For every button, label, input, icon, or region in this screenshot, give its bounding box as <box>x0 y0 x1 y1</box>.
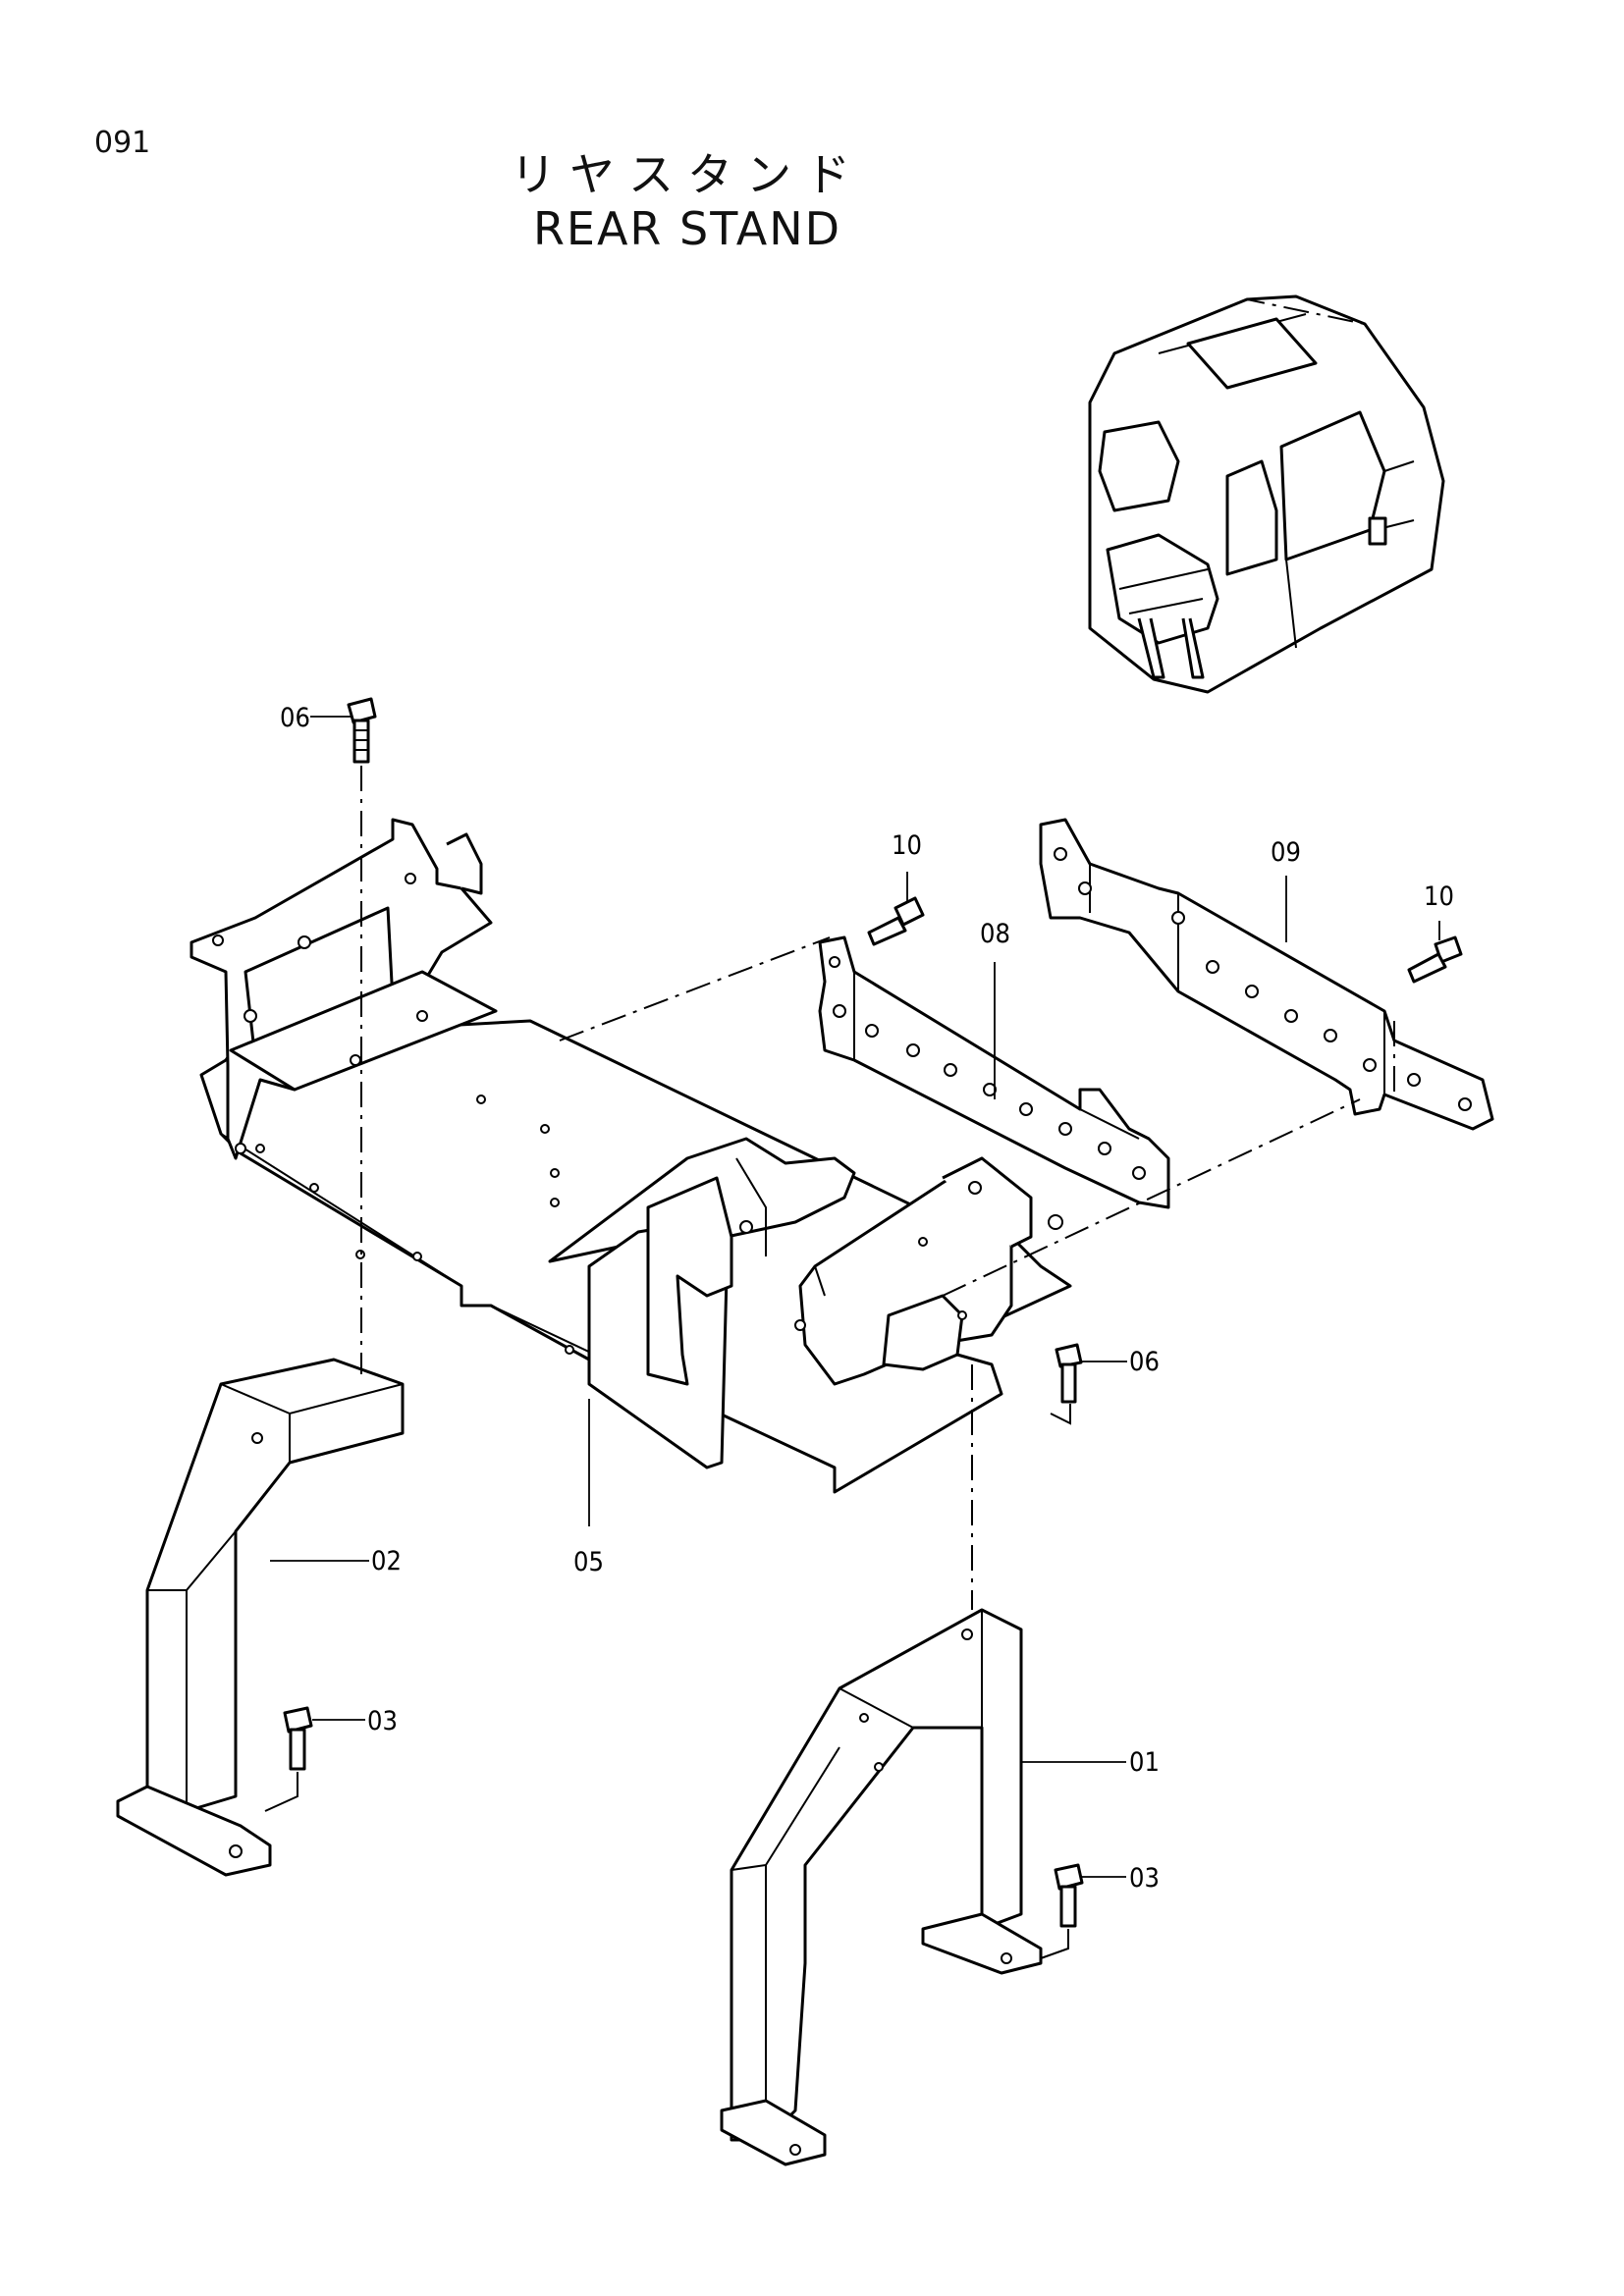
page-number: 091 <box>94 126 151 160</box>
callout-10-right: 10 <box>1424 881 1454 912</box>
left-bracket-assembly <box>189 818 498 1160</box>
callout-09: 09 <box>1271 837 1301 868</box>
callout-06-top: 06 <box>280 703 310 733</box>
center-cover-assembly <box>548 1137 1063 1469</box>
leg-02 <box>116 1358 405 1877</box>
callout-03-right: 03 <box>1129 1863 1160 1894</box>
bolt-10-right <box>1407 935 1463 984</box>
leader-lines <box>270 716 1440 1878</box>
callout-01: 01 <box>1129 1747 1160 1778</box>
cab-overview-illustration <box>1088 294 1445 694</box>
bolt-06-top <box>347 697 377 764</box>
callout-labels: 06 10 08 09 10 06 05 02 03 01 03 <box>280 703 1454 1894</box>
bolt-03-right <box>1054 1863 1084 1928</box>
callout-05: 05 <box>573 1547 604 1577</box>
bolt-03-left <box>283 1706 313 1771</box>
bolt-10-left <box>867 896 925 946</box>
callout-06-right: 06 <box>1129 1347 1160 1377</box>
title-japanese: リヤスタンド <box>511 148 864 201</box>
callout-10-left: 10 <box>892 830 922 861</box>
bracket-09 <box>1039 818 1494 1131</box>
alignment-lines <box>264 766 1395 1959</box>
callout-08: 08 <box>980 919 1010 949</box>
callout-03-left: 03 <box>367 1706 398 1736</box>
leg-01 <box>720 1608 1043 2166</box>
bolt-06-right <box>1055 1343 1083 1404</box>
callout-02: 02 <box>371 1546 402 1576</box>
title-english: REAR STAND <box>532 202 842 255</box>
